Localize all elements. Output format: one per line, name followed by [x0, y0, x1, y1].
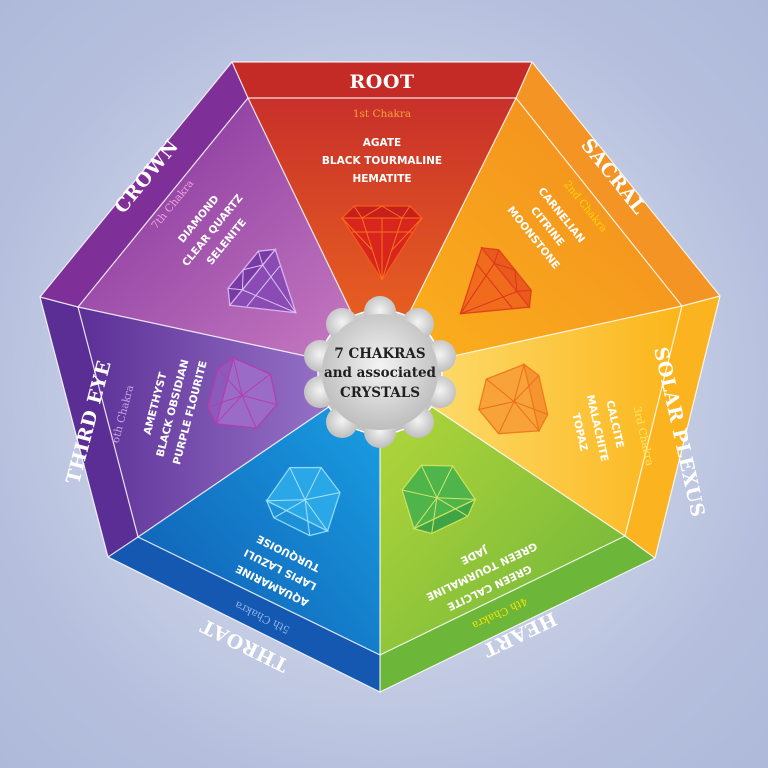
segment-heart[interactable]: [380, 372, 625, 655]
gem-icon-solar-plexus: [478, 362, 549, 435]
gem-icon-heart: [401, 464, 477, 535]
crystal-root-1: AGATE: [363, 137, 401, 149]
band-solar-plexus: [625, 296, 720, 558]
gem-icon-root: [340, 205, 424, 282]
hub-title-line3: CRYSTALS: [340, 385, 420, 401]
band-crown: [40, 62, 248, 307]
band-sacral: [516, 62, 720, 306]
segment-sacral[interactable]: [380, 98, 682, 372]
gem-icon-throat: [265, 466, 341, 537]
gem-icon-crown: [227, 248, 297, 314]
band-throat: [108, 537, 380, 692]
center-hub: 7 CHAKRAS and associated CRYSTALS: [304, 296, 456, 448]
band-label-root: ROOT: [349, 71, 414, 93]
chakra-number-root: 1st Chakra: [353, 108, 411, 120]
hub-title-line1: 7 CHAKRAS: [334, 346, 425, 362]
crystal-root-2: BLACK TOURMALINE: [322, 155, 442, 167]
gem-icon-third-eye: [207, 356, 278, 429]
band-third-eye: [40, 297, 138, 557]
segment-throat[interactable]: [138, 372, 380, 655]
band-heart: [380, 536, 655, 692]
hub-title-line2: and associated: [324, 365, 437, 381]
segment-crown[interactable]: [78, 98, 380, 372]
band-root: [232, 62, 532, 98]
crystal-root-3: HEMATITE: [352, 173, 411, 185]
gem-icon-sacral: [459, 246, 532, 315]
